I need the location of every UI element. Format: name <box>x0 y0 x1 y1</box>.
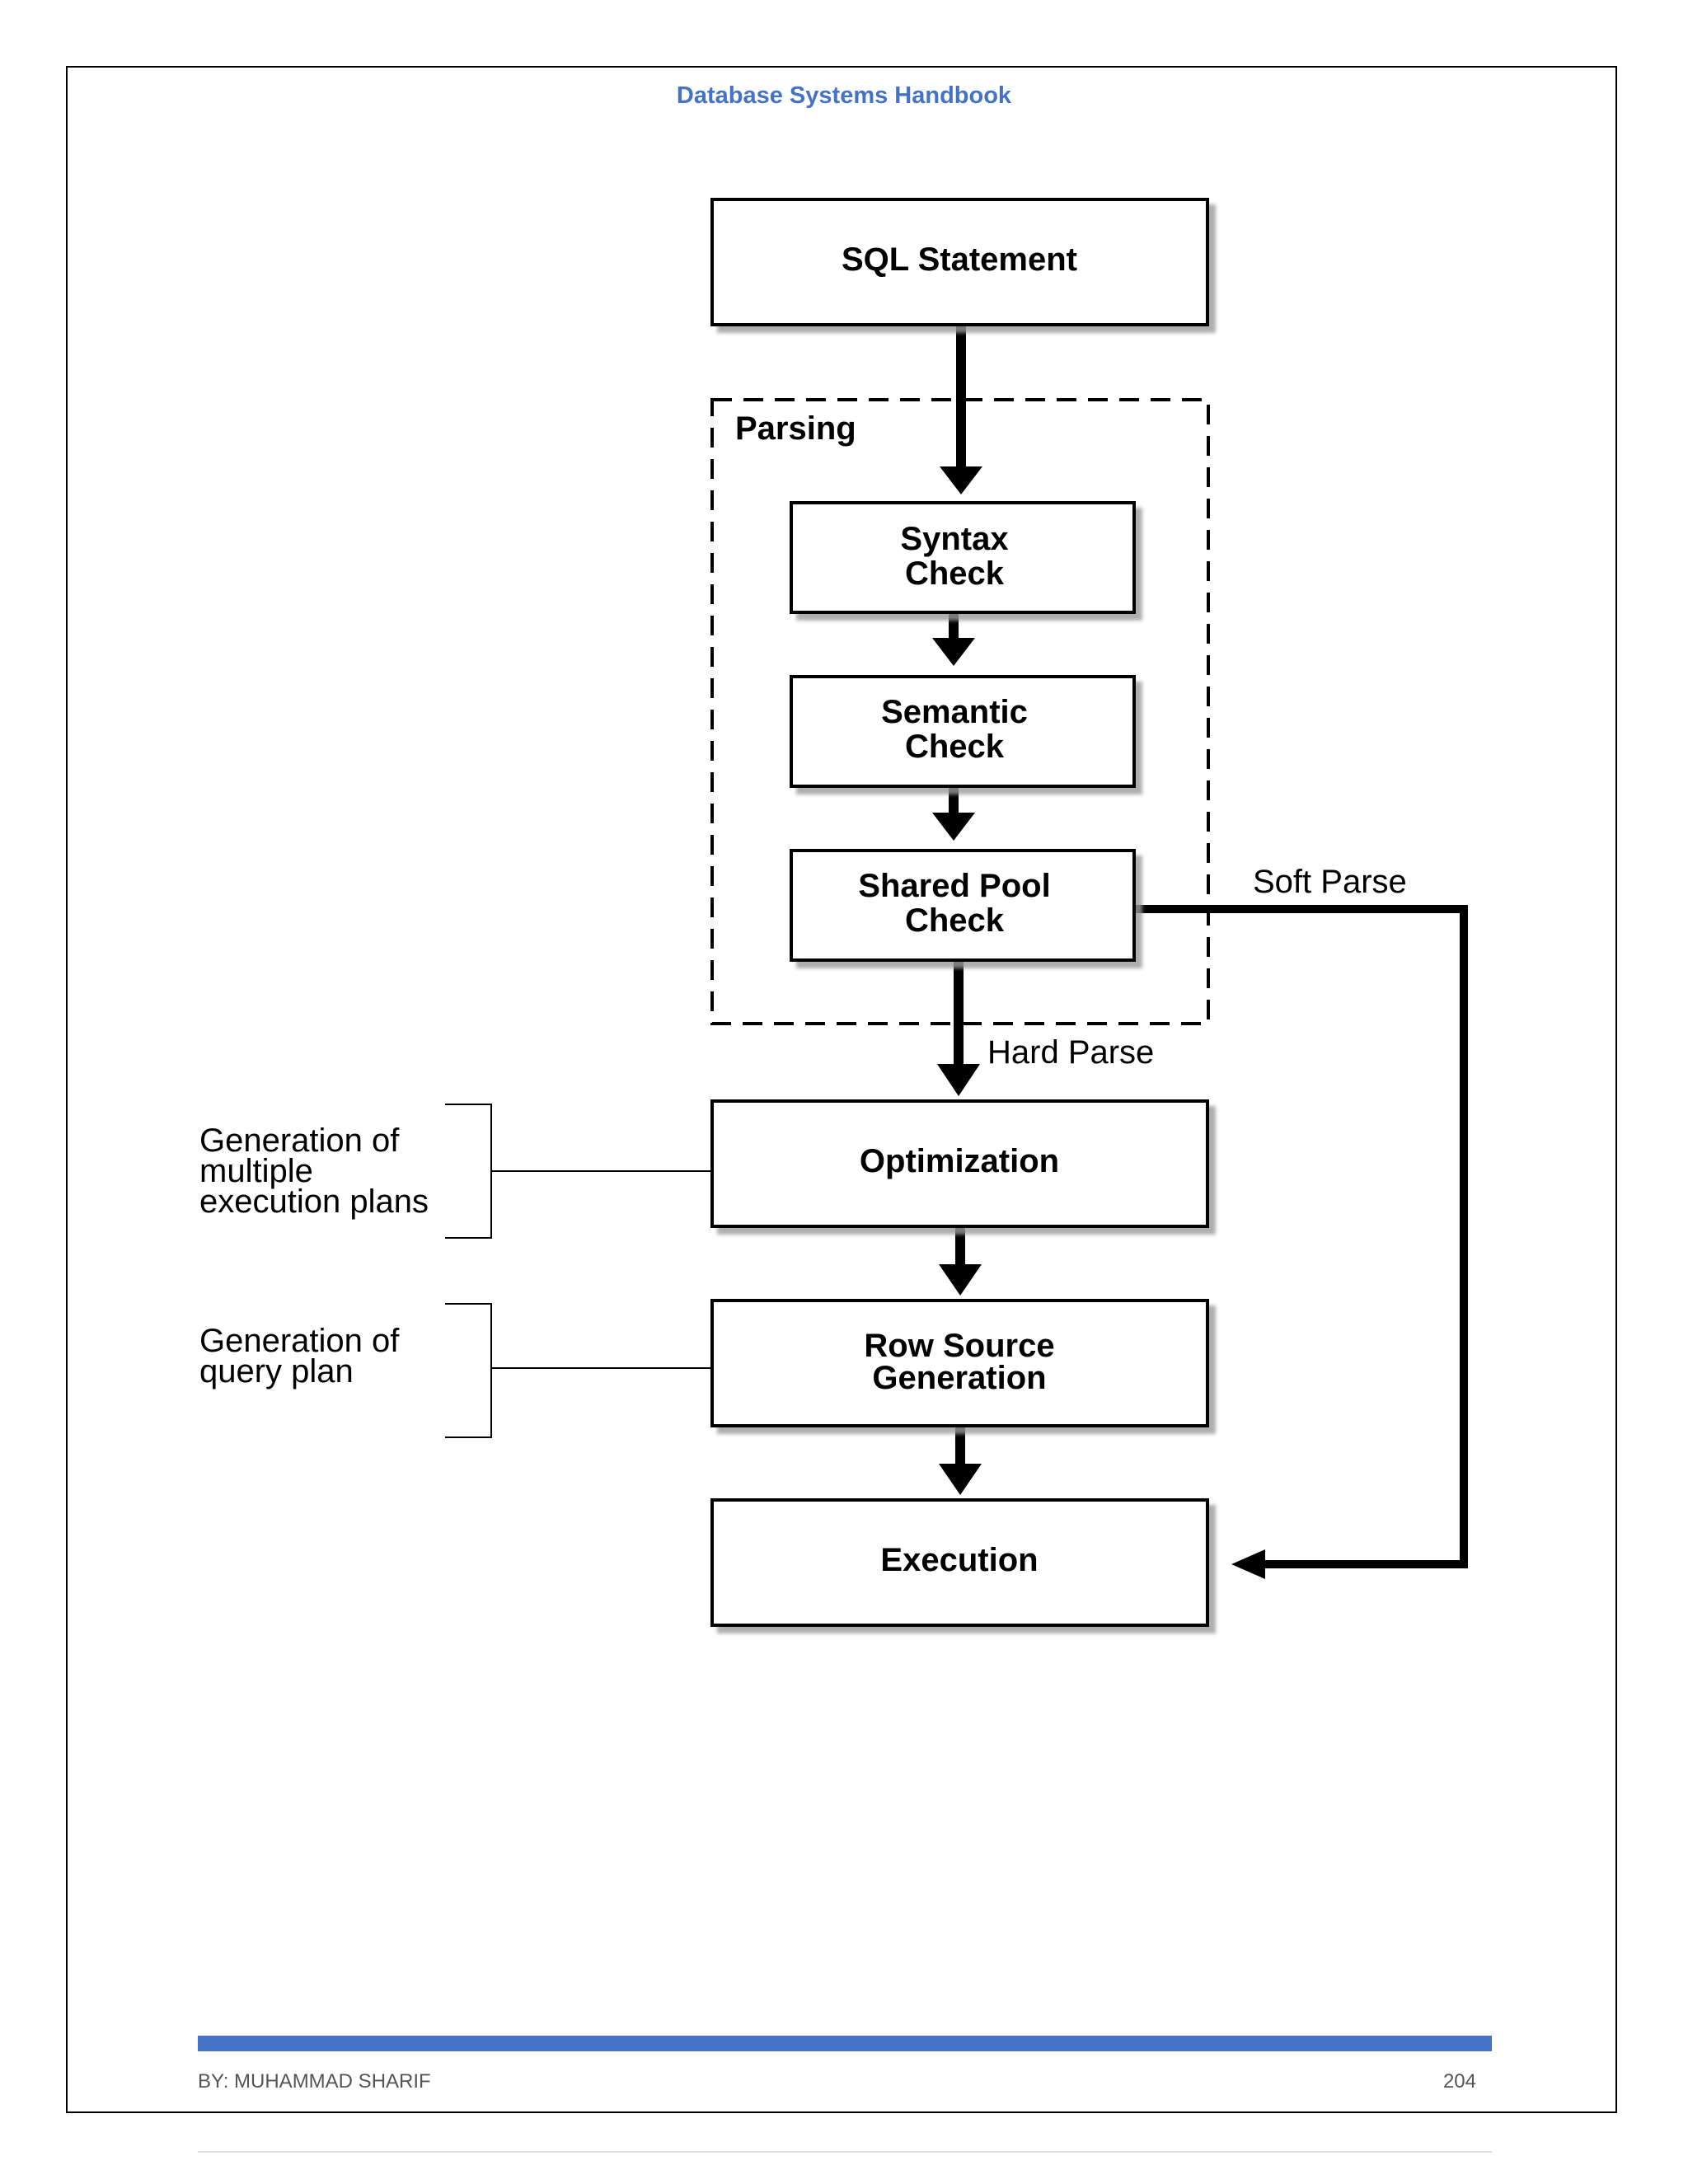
note-row-source-line1: Generation of <box>199 1323 400 1359</box>
note-row-source-line2: query plan <box>199 1353 354 1390</box>
syntax-check-box: Syntax Check <box>790 501 1136 614</box>
shared-pool-check-box: Shared Pool Check <box>790 849 1136 962</box>
semantic-check-line2: Check <box>905 729 1005 765</box>
row-source-line2: Generation <box>872 1360 1046 1396</box>
footer-bar <box>198 2036 1492 2051</box>
execution-label: Execution <box>880 1542 1038 1578</box>
soft-parse-path <box>1135 905 1468 1579</box>
flow-arrows <box>932 326 982 1495</box>
optimization-box: Optimization <box>710 1099 1209 1228</box>
semantic-check-box: Semantic Check <box>790 675 1136 788</box>
footer-page-number: 204 <box>1442 2070 1476 2093</box>
sql-statement-label: SQL Statement <box>842 241 1077 278</box>
syntax-check-line2: Check <box>905 555 1005 592</box>
sql-statement-box: SQL Statement <box>710 198 1209 326</box>
note-optimization-line2: multiple <box>199 1153 313 1189</box>
syntax-check-line1: Syntax <box>900 521 1008 557</box>
shared-pool-check-line1: Shared Pool <box>858 868 1050 904</box>
page-border <box>66 66 1617 2113</box>
parsing-container <box>710 398 1210 1025</box>
note-optimization-line1: Generation of <box>199 1122 400 1159</box>
shared-pool-check-line2: Check <box>905 902 1005 939</box>
row-source-note-bracket <box>445 1303 712 1438</box>
soft-parse-label: Soft Parse <box>1253 864 1407 900</box>
optimization-note-bracket <box>445 1104 712 1239</box>
hard-parse-label: Hard Parse <box>987 1034 1154 1071</box>
note-optimization-line3: execution plans <box>199 1183 429 1220</box>
semantic-check-line1: Semantic <box>881 694 1028 730</box>
optimization-label: Optimization <box>860 1143 1059 1179</box>
parsing-label: Parsing <box>735 410 856 447</box>
page-header-title: Database Systems Handbook <box>676 82 1012 109</box>
execution-box: Execution <box>710 1498 1209 1627</box>
row-source-generation-box: Row Source Generation <box>710 1299 1209 1427</box>
row-source-line1: Row Source <box>864 1328 1054 1364</box>
bottom-divider <box>198 2151 1492 2153</box>
footer-author: BY: MUHAMMAD SHARIF <box>198 2070 431 2093</box>
